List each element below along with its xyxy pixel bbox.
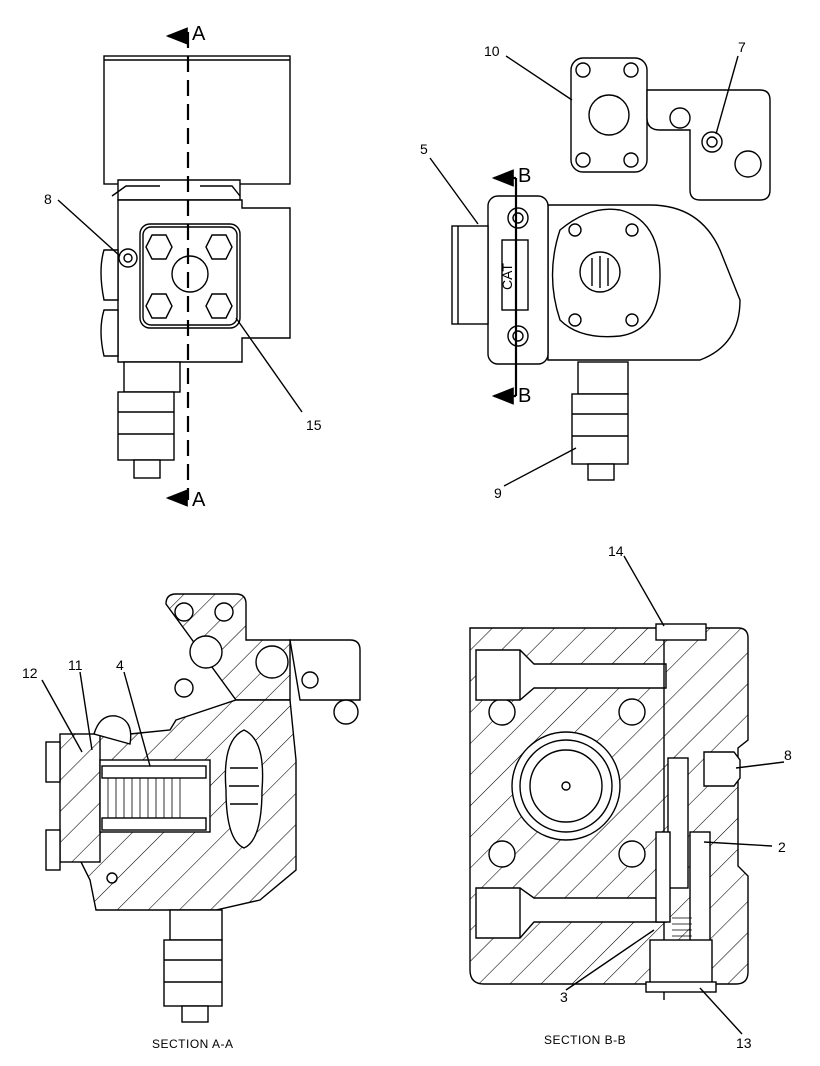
callout-8-top: 8 [44,191,52,207]
front-view: CAT [451,57,771,481]
callout-5: 5 [420,141,428,157]
section-aa-view [45,593,361,1023]
callout-10: 10 [484,43,500,59]
section-mark-b-top: B [518,165,531,187]
callout-4: 4 [116,657,124,673]
caption-section-aa: SECTION A-A [152,1037,234,1051]
callout-11: 11 [68,657,83,673]
leader-lines [41,55,785,1035]
callout-13: 13 [736,1035,752,1051]
section-bb-view [469,623,749,1000]
nameplate-text: CAT [499,263,515,290]
section-mark-b-bottom: B [518,385,531,407]
section-mark-a-bottom: A [192,489,206,511]
spring-coils [107,778,181,818]
callout-15: 15 [306,417,322,433]
side-view [100,27,291,507]
section-mark-a-top: A [192,23,206,45]
callout-12: 12 [22,665,38,681]
callout-14: 14 [608,543,624,559]
callout-3: 3 [560,989,568,1005]
caption-section-bb: SECTION B-B [544,1033,626,1047]
callout-2: 2 [778,839,786,855]
callout-7: 7 [738,39,746,55]
spring-bb [672,917,692,943]
callout-9: 9 [494,485,502,501]
callout-8-bb: 8 [784,747,792,763]
